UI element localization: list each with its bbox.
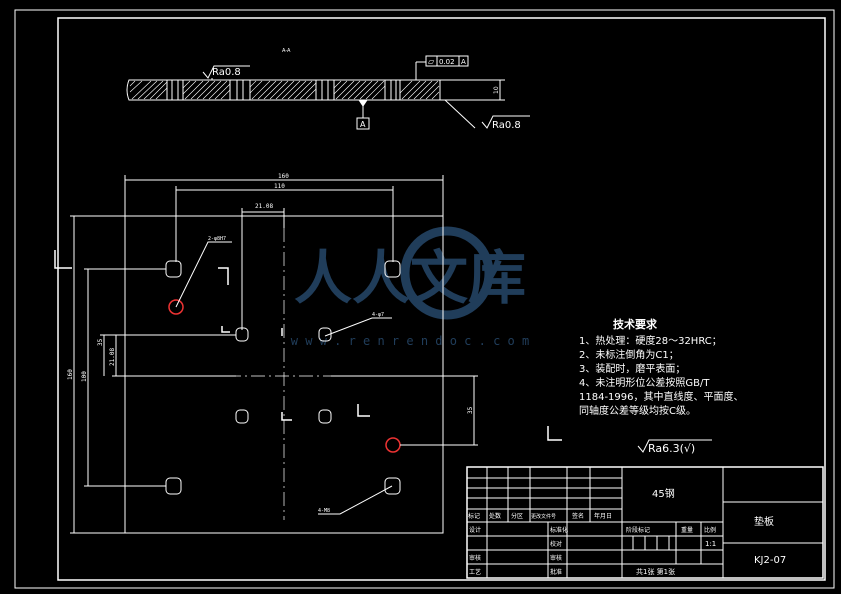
watermark-text: 人人文库 xyxy=(294,244,526,312)
tb-docno: 更改文件号 xyxy=(531,513,556,520)
section-marks xyxy=(218,267,370,421)
tb-scale-value: 1:1 xyxy=(705,540,716,548)
note-holes-a: 2-φ8H7 xyxy=(208,236,226,242)
roughness-leader-right xyxy=(444,99,476,129)
flatness-value: 0.02 xyxy=(439,58,455,66)
roughness-default: Ra6.3(√) xyxy=(648,442,695,455)
tech-line: 同轴度公差等级均按C级。 xyxy=(579,404,696,417)
tech-line: 2、未标注倒角为C1； xyxy=(579,348,679,361)
dim-v3: 35 xyxy=(467,406,474,414)
side-view-holes xyxy=(166,80,401,100)
tb-review: 审核 xyxy=(469,554,481,562)
title-block xyxy=(466,466,824,579)
tb-scale-label: 比例 xyxy=(704,526,716,534)
tb-weight: 重量 xyxy=(681,526,693,534)
hole xyxy=(165,477,182,495)
tech-title: 技术要求 xyxy=(613,317,658,331)
plan-view: 160 110 21.08 160 100 35 21.08 35 2-φ8H7… xyxy=(54,173,562,534)
datum-box xyxy=(356,117,370,130)
roughness-label-top: Ra0.8 xyxy=(212,67,241,78)
tb-mark: 标记 xyxy=(468,512,480,520)
tb-design: 设计 xyxy=(469,526,481,534)
side-view-outline xyxy=(126,79,441,101)
outer-frame xyxy=(14,9,835,589)
watermark-ring xyxy=(400,226,494,320)
tb-date: 年月日 xyxy=(594,512,612,520)
tb-approve: 批准 xyxy=(550,568,562,576)
flatness-datum: A xyxy=(461,58,466,66)
dowel-hole xyxy=(168,299,184,315)
tb-drawing-no: KJ2-07 xyxy=(754,555,786,566)
dim-hole-span: 110 xyxy=(274,183,285,190)
dim-width: 160 xyxy=(278,173,289,180)
side-view-small-label: A-A xyxy=(282,48,291,54)
view-marker-left xyxy=(54,250,72,269)
tb-craft: 工艺 xyxy=(469,568,481,576)
tb-check: 校对 xyxy=(550,540,562,548)
datum-label: A xyxy=(360,120,366,129)
tb-material: 45钢 xyxy=(652,487,675,500)
leader-2-phi8 xyxy=(175,241,232,308)
note-hole-b: 4-φ7 xyxy=(372,312,384,318)
side-view-hatching xyxy=(129,80,440,100)
dim-hole-vspan: 100 xyxy=(81,371,88,382)
tb-count: 处数 xyxy=(489,512,501,520)
hole xyxy=(235,409,249,424)
leader-4-phi7 xyxy=(324,317,392,337)
tb-stage: 阶段标记 xyxy=(626,526,650,534)
view-marker-right xyxy=(547,426,562,441)
tech-line: 1184-1996，其中直线度、平面度、 xyxy=(579,390,744,403)
dim-v1: 35 xyxy=(97,338,104,346)
dim-lines-right xyxy=(331,375,478,446)
roughness-symbol-top xyxy=(202,65,250,79)
side-view: A-A Ra0.8 ⏥ 0.02 A A 10 xyxy=(126,48,530,131)
tech-line: 1、热处理：硬度28～32HRC； xyxy=(579,334,722,347)
note-holes-c: 4-M8 xyxy=(318,508,330,514)
hole xyxy=(318,327,332,342)
watermark: 人人文库 w w w . r e n r e n d o c . c o m xyxy=(291,226,529,348)
tb-sheets: 共1张 第1张 xyxy=(636,567,675,576)
inner-frame xyxy=(57,17,826,581)
tech-requirements: 技术要求 1、热处理：硬度28～32HRC； 2、未标注倒角为C1； 3、装配时… xyxy=(579,317,744,455)
dim-v2: 21.08 xyxy=(109,348,116,366)
tech-line: 4、未注明形位公差按照GB/T xyxy=(579,376,710,389)
dowel-hole xyxy=(385,437,401,453)
watermark-url: w w w . r e n r e n d o c . c o m xyxy=(291,334,529,348)
tb-part-name: 垫板 xyxy=(754,515,774,528)
tb-standard: 标准化 xyxy=(550,526,568,534)
tb-zone: 分区 xyxy=(511,512,523,520)
leader-4-m8 xyxy=(318,485,393,515)
thickness-dim-lines xyxy=(440,79,505,101)
hole xyxy=(165,260,182,278)
roughness-symbol-default xyxy=(637,439,712,453)
thickness-dim: 10 xyxy=(493,86,500,94)
tb-process: 审核 xyxy=(550,554,562,562)
flatness-symbol: ⏥ xyxy=(428,57,435,66)
hole xyxy=(318,409,332,424)
tech-line: 3、装配时，磨平表面； xyxy=(579,362,685,375)
flatness-frame xyxy=(425,55,469,67)
roughness-symbol-right xyxy=(481,115,530,129)
tb-sign: 签名 xyxy=(572,512,584,520)
dim-height: 160 xyxy=(67,369,74,380)
roughness-label-right: Ra0.8 xyxy=(492,120,521,131)
hole xyxy=(384,477,401,495)
dim-lines-top xyxy=(124,175,444,330)
datum-triangle xyxy=(358,99,368,107)
dim-lines-left xyxy=(70,215,236,534)
dim-offset: 21.08 xyxy=(255,203,273,210)
title-block-text: 标记 处数 分区 更改文件号 签名 年月日 设计 标准化 审核 校对 审核 工艺… xyxy=(468,487,786,576)
